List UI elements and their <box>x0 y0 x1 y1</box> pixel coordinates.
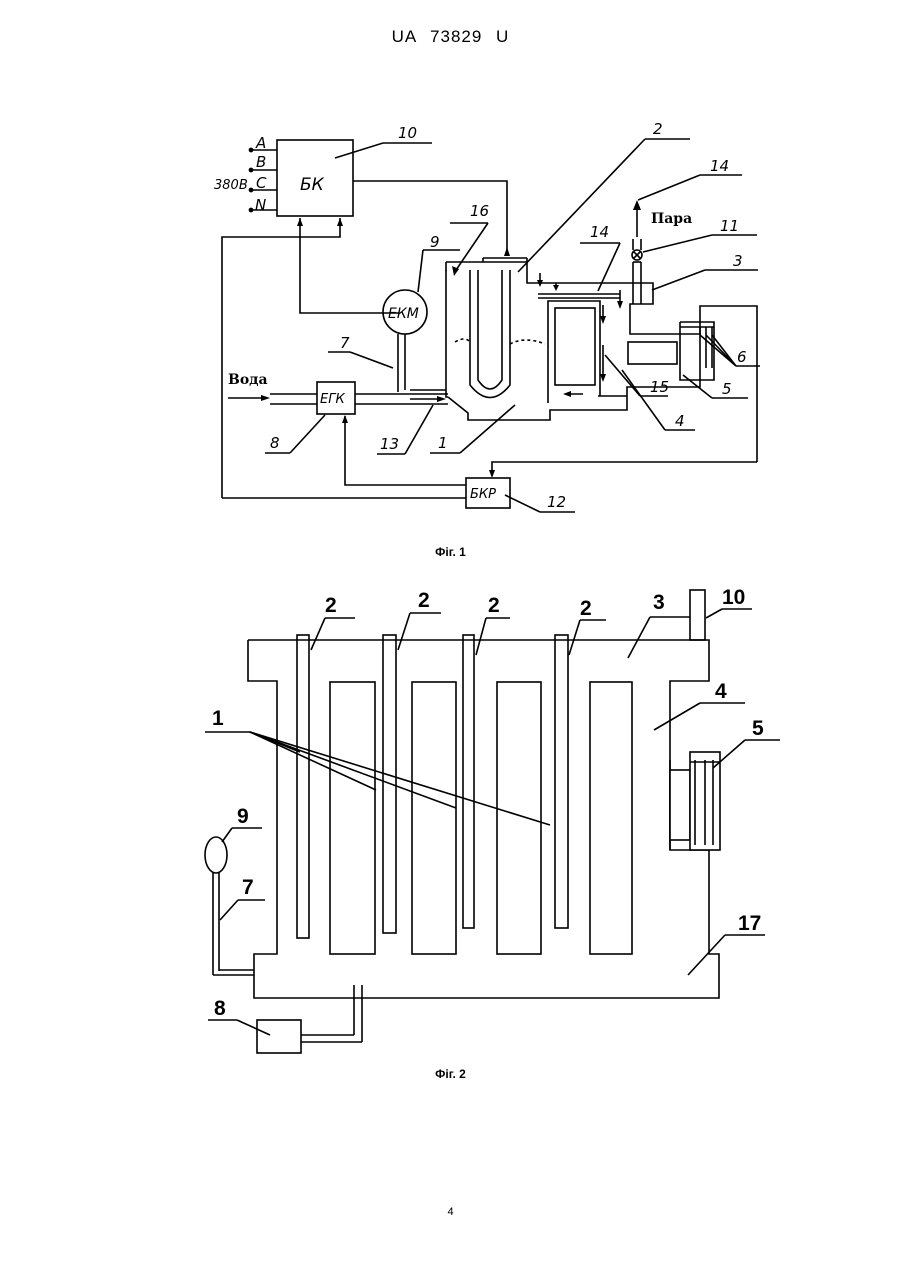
fig2-callout-7: 7 <box>242 876 254 899</box>
fig1-callout-7: 7 <box>340 334 350 352</box>
fig1-callout-9: 9 <box>430 233 440 251</box>
fig2-callout-1: 1 <box>212 707 224 730</box>
figure-1: БК A B C N 380В 10 <box>214 120 760 512</box>
fig2-caption: Фіг. 2 <box>0 1067 901 1081</box>
fig1-callout-8: 8 <box>270 434 280 452</box>
fig2-callout-2a: 2 <box>325 594 337 617</box>
fig1-callout-11: 11 <box>720 217 739 235</box>
fig1-callout-16: 16 <box>470 202 489 220</box>
fig2-callout-3: 3 <box>653 591 665 614</box>
fig2-callout-2b: 2 <box>418 589 430 612</box>
fig2-callout-2d: 2 <box>580 597 592 620</box>
water-inlet: Вода ЕГК <box>228 372 448 414</box>
fig2-callout-9: 9 <box>237 805 249 828</box>
heater-vessel <box>446 258 757 462</box>
bk-label: БК <box>300 175 325 195</box>
fig2-callout-10: 10 <box>722 586 745 609</box>
fig1-callout-15: 15 <box>650 378 669 396</box>
fig1-callout-2: 2 <box>653 120 663 138</box>
fig1-callout-12: 12 <box>547 493 566 511</box>
phase-n-label: N <box>255 196 266 214</box>
fig2-callout-5: 5 <box>752 717 764 740</box>
fig1-callout-14-mid: 14 <box>590 223 609 241</box>
water-label: Вода <box>228 372 268 388</box>
page-number: 4 <box>0 1206 901 1218</box>
phase-c-label: C <box>256 174 267 192</box>
fig1-callout-3: 3 <box>733 252 743 270</box>
fig1-callout-1: 1 <box>438 434 448 452</box>
fig2-callout-2c: 2 <box>488 594 500 617</box>
steam-label: Пара <box>651 211 692 227</box>
phase-a-label: A <box>255 134 266 152</box>
bkr-label: БКР <box>470 487 496 502</box>
fig1-callout-4: 4 <box>675 412 685 430</box>
ekm-label: ЕКМ <box>388 306 419 322</box>
gauge-pipe <box>205 837 254 975</box>
bk-control-block: БК <box>277 140 353 216</box>
steam-outlet: Пара <box>632 200 692 304</box>
fig1-caption: Фіг. 1 <box>0 545 901 559</box>
radiator-body <box>248 590 720 998</box>
fig1-callout-14-top: 14 <box>710 157 729 175</box>
fig2-callout-17: 17 <box>738 912 761 935</box>
fig2-callout-4: 4 <box>715 680 727 703</box>
phase-b-label: B <box>256 153 266 171</box>
voltage-label: 380В <box>214 178 248 193</box>
fig1-callout-10: 10 <box>398 124 417 142</box>
figure-2: 2 2 2 2 3 10 4 5 17 1 9 7 8 <box>205 586 780 1053</box>
fig1-callout-6: 6 <box>737 348 747 366</box>
phase-inputs: A B C N 380В <box>214 134 277 214</box>
level-sensor <box>628 322 714 380</box>
egk-label: ЕГК <box>320 392 345 407</box>
fig1-callout-5: 5 <box>722 380 732 398</box>
fig2-block-8 <box>257 985 362 1053</box>
ekm-pressure-gauge: ЕКМ <box>383 290 427 392</box>
fig1-callout-13: 13 <box>380 435 399 453</box>
fig2-callout-8: 8 <box>214 997 226 1020</box>
